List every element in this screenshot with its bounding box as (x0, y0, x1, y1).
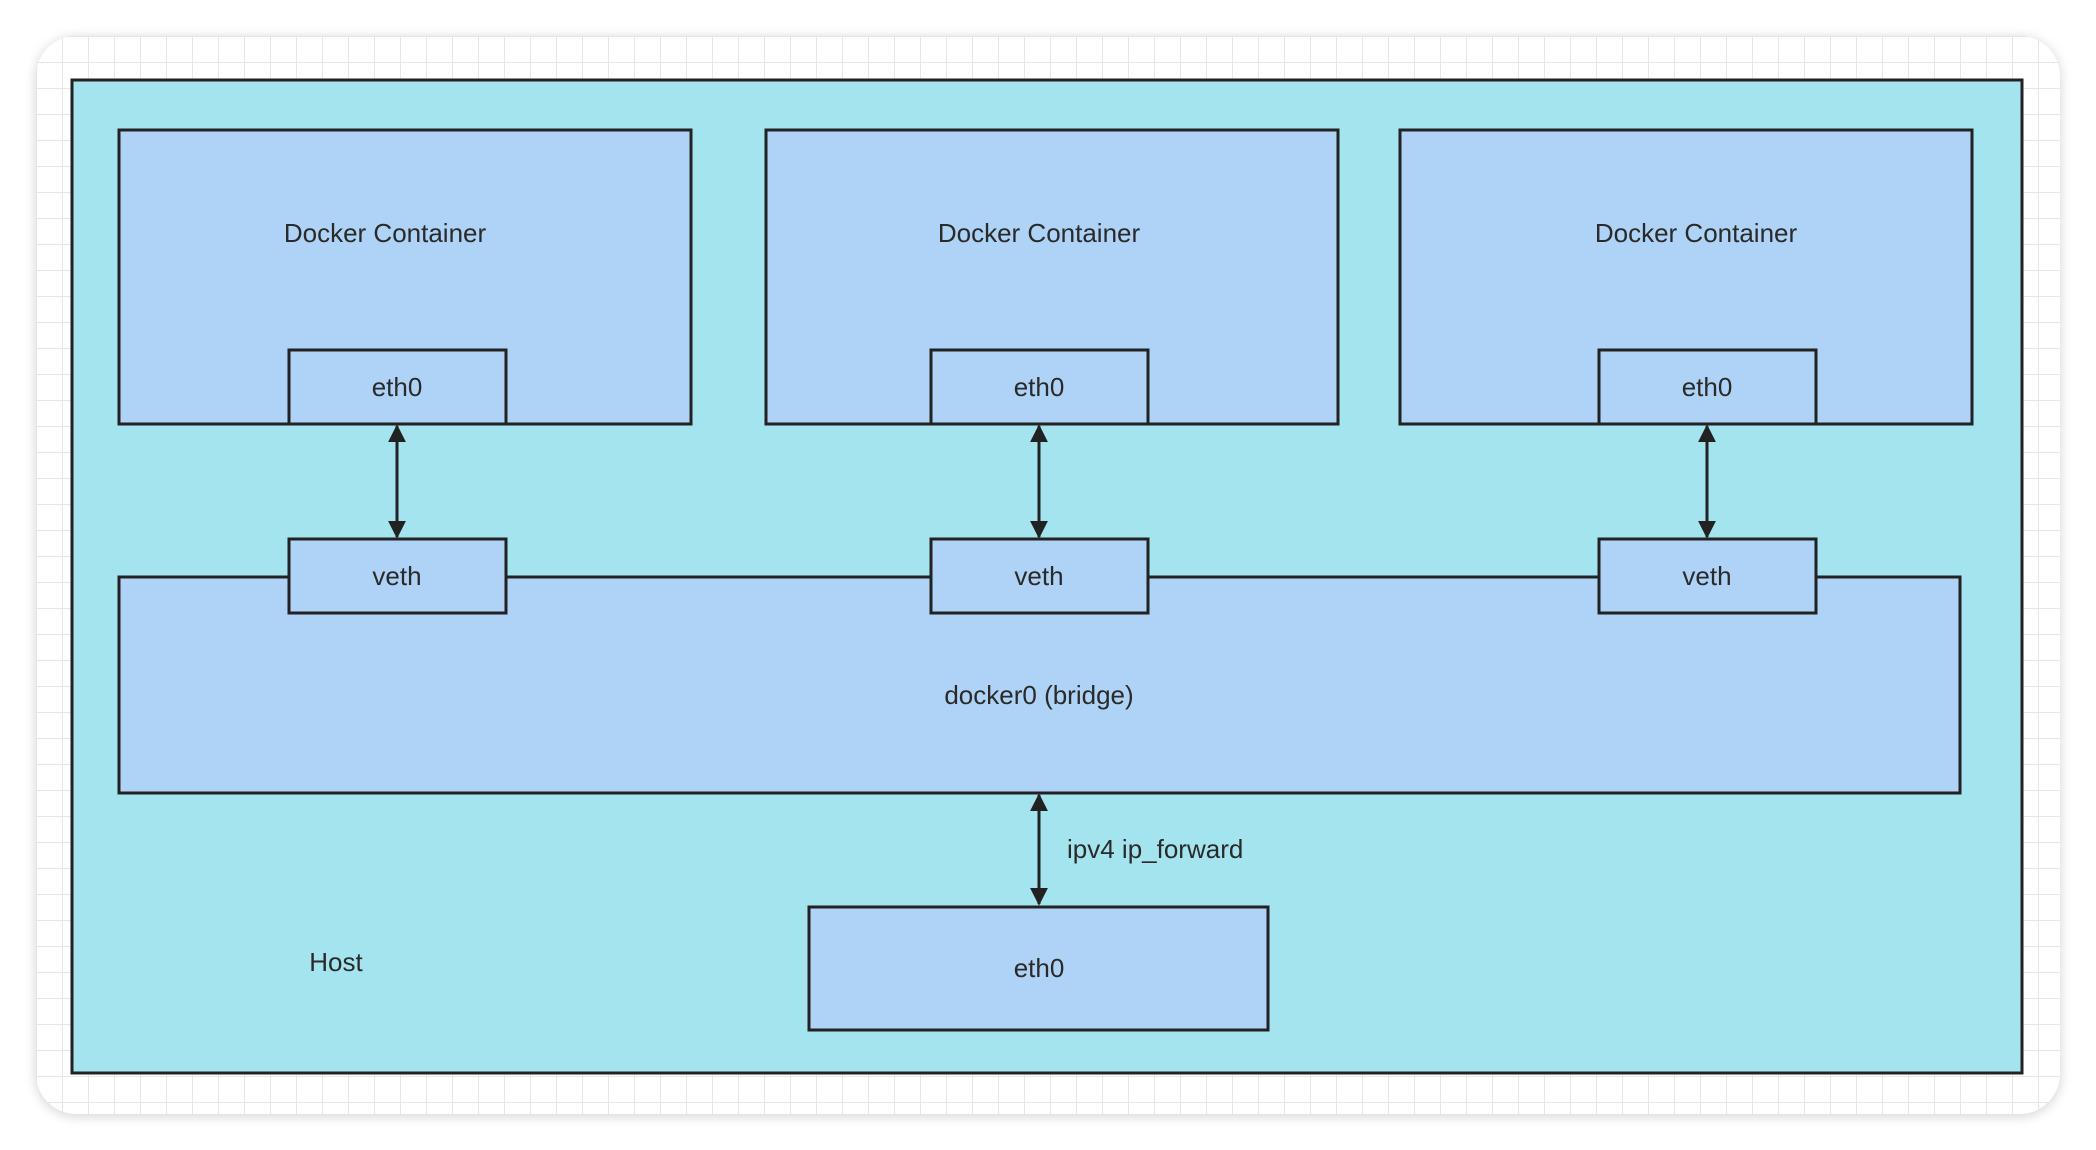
host-eth0-box (807, 905, 1270, 1032)
veth-label-1: veth (372, 561, 421, 591)
veth-label-3: veth (1682, 561, 1731, 591)
container-eth0-label: eth0 (1682, 372, 1733, 402)
docker-network-diagram: Host Docker Container eth0 Docker Contai… (70, 78, 2024, 1075)
host-label: Host (309, 947, 363, 977)
container-eth0-box (287, 348, 508, 426)
docker-container-2: Docker Container eth0 (764, 128, 1340, 426)
container-eth0-box (929, 348, 1150, 426)
docker-container-1: Docker Container eth0 (117, 128, 693, 426)
ip-forward-label: ipv4 ip_forward (1067, 834, 1243, 864)
docker0-bridge-label: docker0 (bridge) (944, 680, 1133, 710)
container-title: Docker Container (284, 218, 487, 248)
veth-box-3 (1597, 537, 1818, 615)
veth-label-2: veth (1014, 561, 1063, 591)
container-title: Docker Container (938, 218, 1141, 248)
container-title: Docker Container (1595, 218, 1798, 248)
veth-box-1 (287, 537, 508, 615)
host-eth0-label: eth0 (1014, 953, 1065, 983)
container-eth0-label: eth0 (372, 372, 423, 402)
container-eth0-label: eth0 (1014, 372, 1065, 402)
docker-container-3: Docker Container eth0 (1398, 128, 1974, 426)
veth-box-2 (929, 537, 1150, 615)
diagram-canvas: Host Docker Container eth0 Docker Contai… (36, 36, 2060, 1114)
container-eth0-box (1597, 348, 1818, 426)
